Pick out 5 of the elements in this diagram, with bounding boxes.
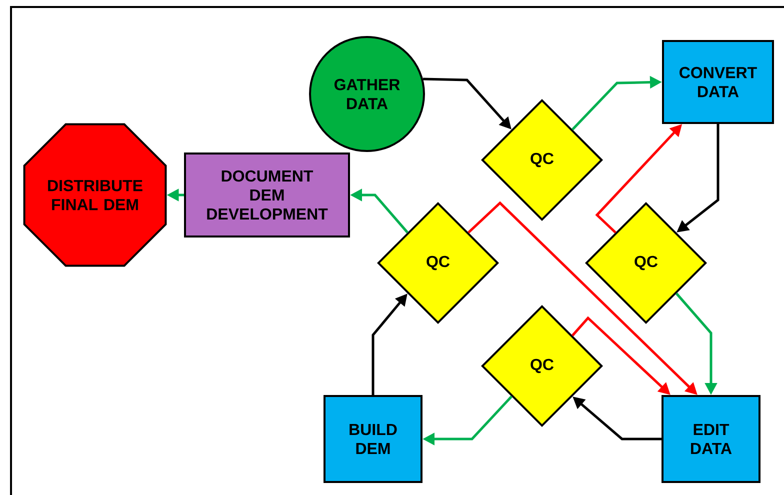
process-box: DOCUMENT DEM DEVELOPMENT bbox=[184, 152, 350, 238]
process-box: BUILD DEM bbox=[324, 395, 422, 483]
process-box: EDIT DATA bbox=[662, 395, 760, 483]
process-box: CONVERT DATA bbox=[662, 40, 774, 124]
stop-octagon: DISTRIBUTE FINAL DEM bbox=[23, 123, 167, 267]
